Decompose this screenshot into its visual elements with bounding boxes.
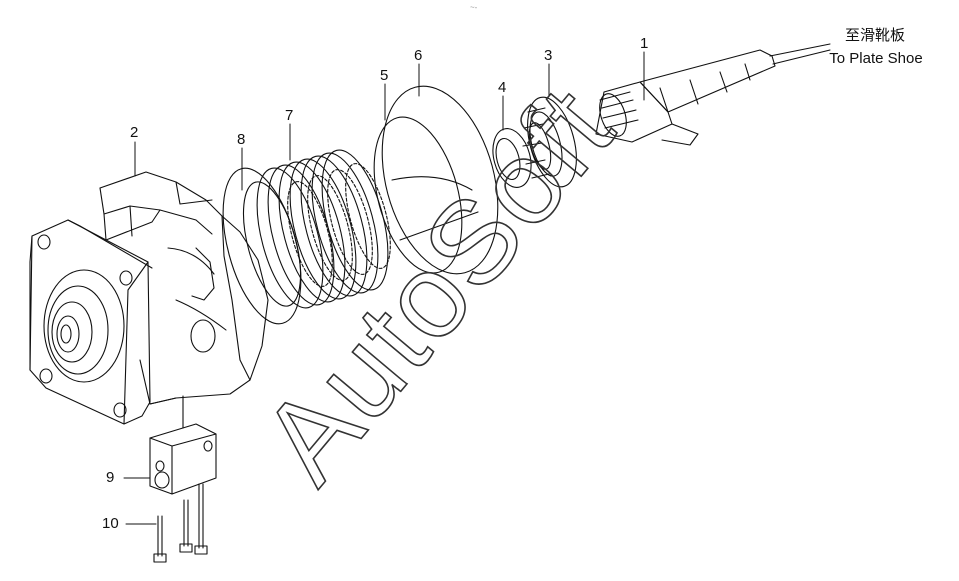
- callout-7: 7: [285, 107, 294, 124]
- callout-9: 9: [106, 469, 115, 486]
- part-2-housing: [99, 171, 269, 405]
- watermark: AutoSoft: [236, 62, 640, 507]
- callout-3: 3: [544, 47, 553, 64]
- callout-10: 10: [102, 515, 119, 532]
- part-3-bearing: [522, 96, 577, 188]
- part-10-bolts: [153, 483, 208, 563]
- destination-label-english: To Plate Shoe: [829, 50, 923, 67]
- part-2-flange: [29, 219, 153, 425]
- watermark-text: AutoSoft: [237, 63, 639, 507]
- part-4-seal: [492, 128, 532, 188]
- top-mark: ~-: [470, 3, 478, 12]
- part-9-valve-block: [149, 395, 217, 495]
- callout-5: 5: [380, 67, 389, 84]
- callout-1: 1: [640, 35, 649, 52]
- callout-2: 2: [130, 124, 139, 141]
- leader-lines: [123, 51, 645, 525]
- callout-4: 4: [498, 79, 507, 96]
- destination-label-chinese: 至滑靴板: [844, 26, 905, 44]
- part-1-shaft: [595, 43, 831, 146]
- part-6-sleeve: [381, 85, 499, 275]
- callout-8: 8: [237, 131, 246, 148]
- callout-6: 6: [414, 47, 423, 64]
- part-8-outer-ring: [222, 167, 302, 325]
- part-7-disc-stack: [256, 149, 391, 309]
